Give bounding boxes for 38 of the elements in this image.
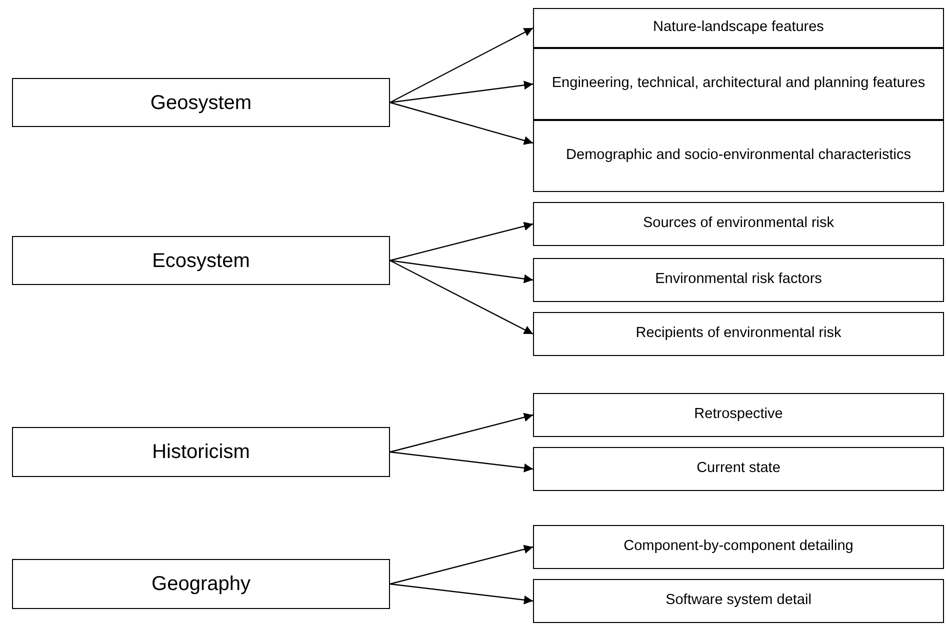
box-label: Environmental risk factors [655, 270, 822, 290]
box-label: Nature-landscape features [653, 18, 824, 38]
arrow [390, 544, 534, 585]
box-label: Component-by-component detailing [624, 537, 854, 556]
arrow [390, 260, 534, 335]
category-box [12, 78, 390, 127]
arrow [390, 583, 534, 604]
box-label: Software system detail [666, 591, 812, 610]
arrow [390, 102, 534, 145]
feature-box [533, 312, 944, 356]
arrow [390, 222, 534, 262]
box-label: Sources of environmental risk [643, 214, 834, 234]
feature-box [533, 120, 944, 192]
box-label: Retrospective [694, 405, 783, 424]
box-label: Ecosystem [152, 248, 250, 274]
feature-box [533, 525, 944, 569]
box-label: Recipients of environmental risk [636, 324, 842, 344]
box-label: Demographic and socio-environmental characteristics [566, 146, 911, 166]
arrow [390, 412, 534, 453]
category-box [12, 559, 390, 609]
arrow [390, 27, 534, 104]
category-box [12, 236, 390, 285]
feature-box [533, 447, 944, 491]
feature-box [533, 579, 944, 623]
arrow [390, 260, 534, 284]
arrow [390, 451, 534, 472]
feature-box [533, 202, 944, 246]
box-label: Historicism [152, 440, 250, 465]
box-label: Current state [696, 459, 780, 478]
feature-box [533, 8, 944, 48]
feature-box [533, 393, 944, 437]
feature-box [533, 258, 944, 302]
arrow [390, 80, 534, 104]
box-label: Engineering, technical, architectural and planning features [552, 74, 926, 94]
category-box [12, 427, 390, 477]
box-label: Geosystem [150, 90, 252, 116]
box-label: Geography [152, 572, 250, 597]
feature-box [533, 48, 944, 120]
